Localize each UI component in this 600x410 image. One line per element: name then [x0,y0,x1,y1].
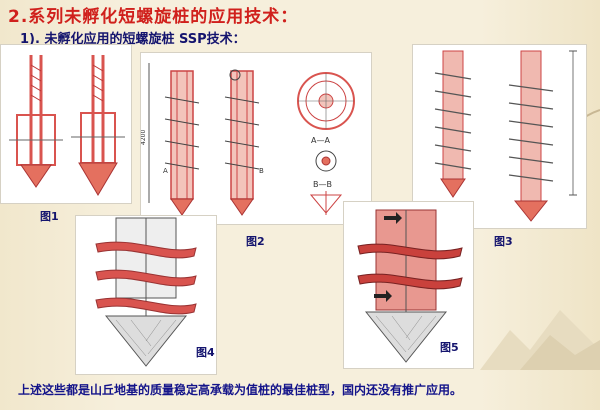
slide-subtitle: 1). 未孵化应用的短螺旋桩 SSP技术： [20,32,246,47]
slide-title: 2.系列未孵化短螺旋桩的应用技术： [8,7,299,27]
figure-3-label: 图3 [494,235,513,248]
figure-3 [412,44,587,229]
figure-1-label: 图1 [40,210,59,223]
dim-left-label: 4200 [141,130,147,145]
mountain-decoration [480,310,600,370]
slide-footer: 上述这些都是山丘地基的质量稳定高承载为值桩的最佳桩型，国内还没有推广应用。 [18,383,463,397]
section-mark-b: B [259,167,264,175]
figure-5 [343,201,474,369]
figure-2: 4200 A A—A B—B B [140,52,372,225]
figure-5-label: 图5 [440,341,459,354]
figure-2-label: 图2 [246,235,265,248]
figure-1 [0,44,132,204]
section-mark-a-left: A [163,167,168,175]
figure-4 [75,215,217,375]
section-bb-label: B—B [313,180,332,189]
figure-4-label: 图4 [196,346,215,359]
section-aa-label: A—A [311,136,330,145]
